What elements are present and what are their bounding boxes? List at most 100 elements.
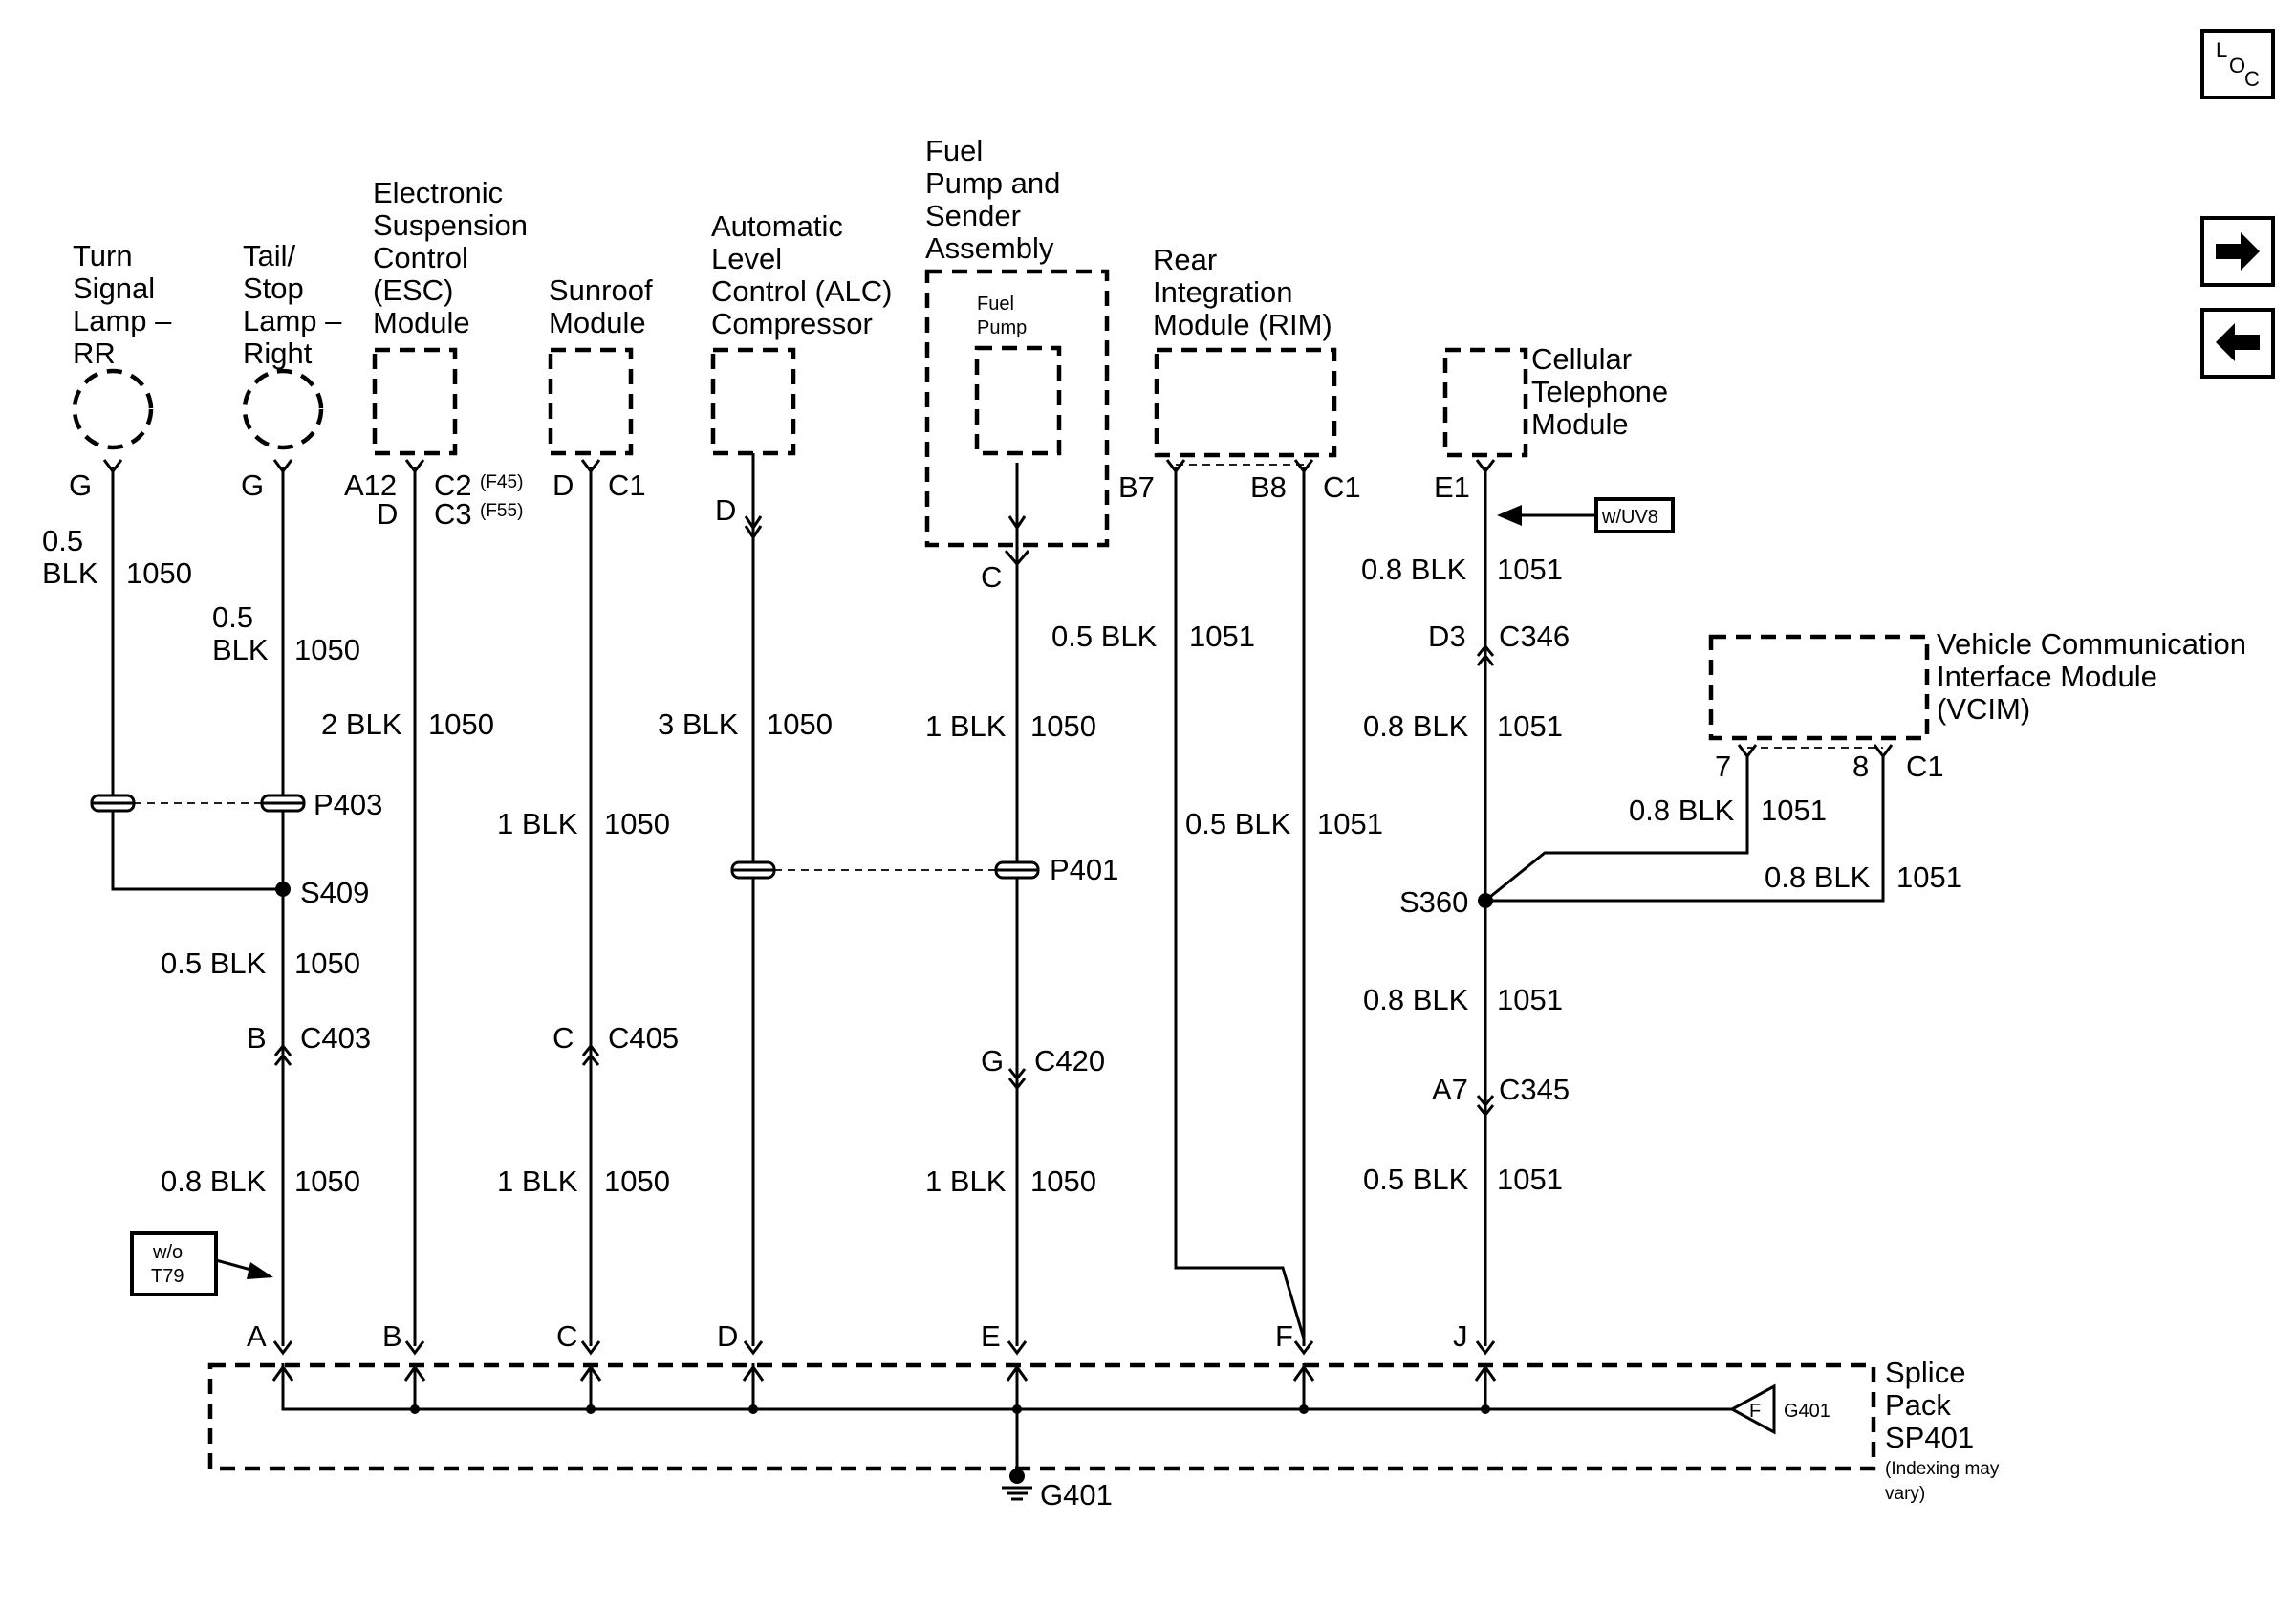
wire-labels: 0.5 BLK 1050 0.5 BLK 1050 2 BLK 1050 1 B… (42, 524, 1962, 1198)
back-button[interactable] (2200, 308, 2275, 379)
svg-text:1050: 1050 (428, 708, 494, 741)
svg-text:G: G (981, 1044, 1004, 1078)
svg-text:1050: 1050 (126, 556, 192, 590)
fuel-pump-sender-label: Fuel Pump and Sender Assembly (925, 134, 1069, 265)
svg-text:P401: P401 (1050, 853, 1118, 886)
svg-text:1051: 1051 (1497, 983, 1563, 1016)
svg-text:J: J (1453, 1319, 1468, 1353)
svg-text:8: 8 (1852, 750, 1869, 783)
fuel-pump-label: Fuel Pump (977, 294, 1027, 338)
svg-text:1 BLK: 1 BLK (497, 1165, 578, 1198)
wire-rim-b7 (1174, 467, 1306, 1339)
esc-module-box (372, 347, 458, 456)
loc-button[interactable]: L O C (2200, 29, 2275, 99)
splice-drops (413, 1363, 1487, 1476)
svg-text:1050: 1050 (767, 708, 833, 741)
connector-labels: P403 S409 P401 S360 B C403 C C405 G C420… (247, 620, 1570, 1106)
svg-text:1051: 1051 (1497, 553, 1563, 586)
svg-text:O: O (2229, 54, 2245, 77)
svg-text:T79: T79 (151, 1266, 184, 1287)
ground-g401-label: G401 (1040, 1478, 1113, 1512)
svg-text:C: C (552, 1021, 574, 1055)
svg-text:0.5 BLK: 0.5 BLK (1185, 807, 1291, 840)
svg-text:1050: 1050 (1030, 709, 1096, 743)
svg-text:C403: C403 (300, 1021, 371, 1055)
svg-text:B7: B7 (1118, 470, 1155, 504)
svg-text:2 BLK: 2 BLK (321, 708, 402, 741)
cellular-telephone-label: Cellular Telephone Module (1531, 342, 1677, 441)
svg-text:1 BLK: 1 BLK (925, 709, 1007, 743)
svg-text:A7: A7 (1432, 1073, 1468, 1106)
svg-text:3 BLK: 3 BLK (658, 708, 739, 741)
splice-s409 (275, 882, 291, 897)
svg-text:1050: 1050 (294, 947, 360, 980)
svg-text:0.8 BLK: 0.8 BLK (1361, 553, 1467, 586)
alc-compressor-label: Automatic Level Control (ALC) Compressor (711, 209, 900, 340)
svg-text:D3: D3 (1428, 620, 1466, 653)
svg-text:1050: 1050 (604, 807, 670, 840)
svg-text:F: F (1749, 1401, 1761, 1422)
splice-bus (281, 1363, 1732, 1411)
svg-text:S360: S360 (1399, 885, 1468, 919)
svg-text:0.8 BLK: 0.8 BLK (1363, 709, 1469, 743)
svg-text:P403: P403 (314, 788, 382, 821)
svg-text:S409: S409 (300, 876, 369, 909)
wire-vcim-7 (1484, 755, 1749, 903)
svg-text:0.8 BLK: 0.8 BLK (1765, 860, 1871, 894)
svg-text:BLK: BLK (212, 633, 269, 666)
svg-text:1051: 1051 (1497, 1163, 1563, 1196)
svg-text:B: B (247, 1021, 267, 1055)
wire-turn-lamp (111, 467, 283, 891)
esc-module-label: Electronic Suspension Control (ESC) Modu… (373, 176, 536, 339)
svg-text:0.8 BLK: 0.8 BLK (1363, 983, 1469, 1016)
rim-box (1154, 347, 1337, 458)
svg-text:C1: C1 (1323, 470, 1361, 504)
svg-text:A12: A12 (344, 468, 397, 502)
svg-text:C: C (2244, 67, 2260, 91)
svg-text:1050: 1050 (604, 1165, 670, 1198)
svg-text:0.5: 0.5 (42, 524, 83, 557)
svg-text:C2: C2 (434, 468, 472, 502)
forward-button[interactable] (2200, 216, 2275, 287)
svg-text:1 BLK: 1 BLK (925, 1165, 1007, 1198)
svg-text:G: G (69, 468, 92, 502)
arrow-left-icon (2216, 323, 2260, 361)
svg-text:BLK: BLK (42, 556, 98, 590)
svg-text:E1: E1 (1434, 470, 1470, 504)
svg-text:1050: 1050 (294, 1165, 360, 1198)
rim-label: Rear Integration Module (RIM) (1153, 243, 1332, 341)
vcim-box (1708, 634, 1930, 741)
splice-s360 (1478, 893, 1493, 908)
svg-text:B: B (382, 1319, 402, 1353)
splice-pack-box (207, 1362, 1876, 1471)
ground-g401-symbol (1002, 1469, 1032, 1501)
sunroof-module-box (548, 347, 634, 456)
arrow-right-icon (2216, 232, 2260, 271)
svg-text:C345: C345 (1499, 1073, 1570, 1106)
splice-entry-arrows (271, 1339, 1497, 1382)
splice-pack-note: (Indexing may vary) (1885, 1459, 2004, 1504)
turn-signal-lamp-symbol (72, 368, 154, 450)
svg-text:G: G (241, 468, 264, 502)
svg-text:G401: G401 (1784, 1401, 1830, 1422)
tail-stop-lamp-right-label: Tail/ Stop Lamp – Right (243, 239, 350, 370)
option-f55-label: (F55) (480, 501, 523, 521)
svg-text:1050: 1050 (1030, 1165, 1096, 1198)
svg-text:C420: C420 (1034, 1044, 1105, 1078)
component-pin-chevrons (102, 458, 1894, 758)
svg-text:C346: C346 (1499, 620, 1570, 653)
svg-text:0.5 BLK: 0.5 BLK (1051, 620, 1158, 653)
splice-pack-ground-flag: F G401 (1728, 1383, 1830, 1435)
vcim-label: Vehicle Communication Interface Module (… (1937, 627, 2255, 726)
alc-compressor-box (710, 347, 796, 456)
svg-text:E: E (981, 1319, 1001, 1353)
svg-text:B8: B8 (1250, 470, 1287, 504)
option-w-uv8: w/UV8 (1497, 497, 1675, 533)
splice-junctions (410, 1404, 1490, 1414)
svg-text:D: D (377, 497, 398, 531)
svg-text:0.8 BLK: 0.8 BLK (161, 1165, 267, 1198)
svg-text:1051: 1051 (1189, 620, 1255, 653)
tail-stop-lamp-symbol (242, 368, 324, 450)
svg-text:C1: C1 (608, 468, 646, 502)
